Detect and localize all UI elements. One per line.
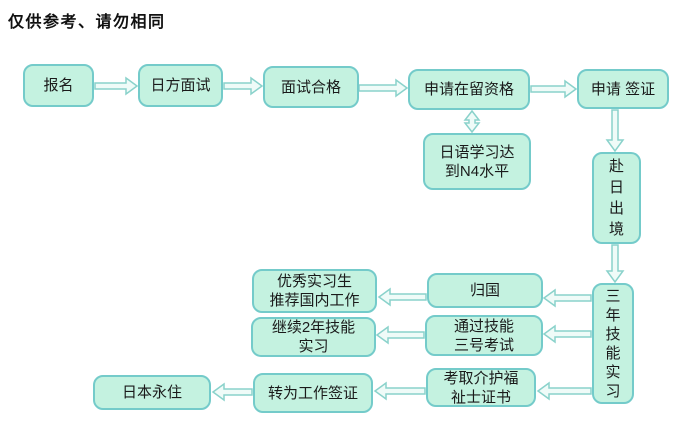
node-signup-label: 报名	[43, 77, 74, 94]
node-work-visa-label: 转为工作签证	[267, 384, 358, 402]
node-japanese-n4: 日语学习达 到N4水平	[423, 133, 531, 190]
arrow-apply-residence-to-apply-visa	[530, 79, 578, 99]
page-title: 仅供参考、请勿相同	[8, 14, 166, 31]
node-continue-2year: 继续2年技能 实习	[251, 317, 376, 357]
node-three-year-training-label: 三年技能实习	[605, 287, 621, 400]
arrow-skill-exam-to-continue-2year	[375, 325, 425, 345]
arrow-signup-to-japan-interview	[94, 76, 139, 96]
node-skill-exam-3: 通过技能 三号考试	[425, 315, 543, 356]
node-return-home-label: 归国	[469, 282, 500, 299]
node-skill-exam-3-label: 通过技能 三号考试	[453, 317, 514, 354]
node-japan-interview-label: 日方面试	[150, 77, 211, 94]
arrow-go-japan-to-three-year	[605, 244, 625, 284]
node-interview-pass: 面试合格	[263, 66, 359, 108]
arrow-apply-visa-to-go-japan	[605, 109, 625, 153]
node-apply-visa: 申请 签证	[577, 69, 669, 109]
node-excellent-intern: 优秀实习生 推荐国内工作	[252, 269, 377, 313]
node-go-japan-label: 赴日出境	[608, 158, 624, 238]
node-apply-residence: 申请在留资格	[408, 69, 530, 110]
node-japanese-n4-label: 日语学习达 到N4水平	[439, 143, 515, 180]
node-return-home: 归国	[427, 273, 543, 308]
node-go-japan: 赴日出境	[592, 152, 641, 244]
node-caregiver-cert-label: 考取介护福 祉士证书	[443, 369, 519, 406]
node-apply-visa-label: 申请 签证	[590, 80, 656, 98]
node-signup: 报名	[23, 64, 94, 107]
node-permanent-residence-label: 日本永住	[121, 384, 182, 401]
arrow-three-year-to-return-home	[542, 288, 592, 308]
arrow-three-year-to-caregiver-cert	[536, 381, 592, 401]
node-japan-interview: 日方面试	[138, 64, 223, 107]
node-interview-pass-label: 面试合格	[280, 78, 341, 96]
node-continue-2year-label: 继续2年技能 实习	[271, 319, 356, 355]
node-work-visa: 转为工作签证	[253, 373, 373, 413]
node-apply-residence-label: 申请在留资格	[423, 81, 514, 98]
arrow-work-visa-to-permanent	[211, 382, 253, 402]
node-caregiver-cert: 考取介护福 祉士证书	[426, 368, 536, 407]
node-excellent-intern-label: 优秀实习生 推荐国内工作	[269, 273, 360, 309]
node-permanent-residence: 日本永住	[93, 375, 211, 410]
arrow-apply-residence-japanese-n4-double	[463, 109, 481, 134]
node-three-year-training: 三年技能实习	[592, 283, 634, 404]
arrow-interview-pass-to-apply-residence	[358, 78, 409, 98]
arrow-japan-interview-to-interview-pass	[223, 76, 264, 96]
arrow-caregiver-cert-to-work-visa	[373, 381, 426, 401]
arrow-three-year-to-skill-exam	[542, 324, 592, 344]
arrow-return-home-to-excellent-intern	[377, 287, 427, 307]
